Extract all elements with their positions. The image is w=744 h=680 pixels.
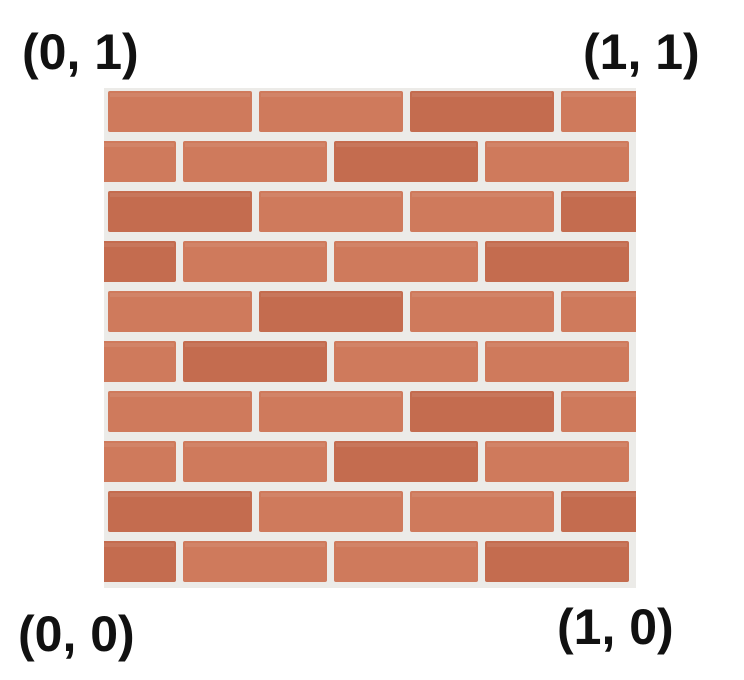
brick-highlight [336, 243, 476, 247]
brick [410, 391, 554, 432]
brick-highlight [185, 243, 325, 247]
brick [108, 191, 252, 232]
brick [561, 91, 636, 132]
brick-highlight [336, 543, 476, 547]
brick-highlight [104, 343, 174, 347]
brick [485, 441, 629, 482]
brick-highlight [412, 493, 552, 497]
brick-highlight [412, 193, 552, 197]
brick-highlight [563, 193, 636, 197]
brick-highlight [336, 143, 476, 147]
brick [183, 341, 327, 382]
brick-highlight [412, 393, 552, 397]
brick-highlight [104, 143, 174, 147]
brick-highlight [261, 193, 401, 197]
brick [485, 141, 629, 182]
brick [183, 141, 327, 182]
brick-highlight [261, 393, 401, 397]
brick [334, 541, 478, 582]
brick [108, 91, 252, 132]
brick-highlight [110, 293, 250, 297]
brick [183, 541, 327, 582]
brick-highlight [487, 543, 627, 547]
brick [485, 341, 629, 382]
brick-texture-image [104, 88, 636, 588]
brick-highlight [261, 93, 401, 97]
brick-highlight [104, 443, 174, 447]
brick [410, 491, 554, 532]
uv-label-top-left: (0, 1) [22, 24, 139, 80]
brick [334, 441, 478, 482]
brick [485, 541, 629, 582]
brick-highlight [185, 143, 325, 147]
brick [104, 541, 176, 582]
brick [108, 491, 252, 532]
brick-highlight [110, 393, 250, 397]
brick [561, 491, 636, 532]
brick-highlight [487, 443, 627, 447]
brick [259, 491, 403, 532]
brick [410, 191, 554, 232]
uv-label-bottom-right: (1, 0) [557, 599, 674, 655]
brick [561, 291, 636, 332]
brick-highlight [110, 193, 250, 197]
brick [485, 241, 629, 282]
brick [183, 241, 327, 282]
brick-highlight [412, 93, 552, 97]
brick-highlight [185, 543, 325, 547]
brick [334, 241, 478, 282]
brick-highlight [412, 293, 552, 297]
brick [108, 291, 252, 332]
brick-highlight [563, 293, 636, 297]
brick-highlight [336, 443, 476, 447]
brick-highlight [487, 143, 627, 147]
brick-wall-svg [104, 88, 636, 588]
brick-highlight [110, 93, 250, 97]
brick [259, 191, 403, 232]
brick [183, 441, 327, 482]
brick [334, 341, 478, 382]
brick [259, 391, 403, 432]
brick [259, 91, 403, 132]
brick [104, 141, 176, 182]
brick-highlight [110, 493, 250, 497]
brick [104, 241, 176, 282]
brick-highlight [487, 343, 627, 347]
uv-label-bottom-left: (0, 0) [18, 606, 135, 662]
brick [108, 391, 252, 432]
brick [104, 341, 176, 382]
brick [334, 141, 478, 182]
brick-highlight [104, 543, 174, 547]
brick-highlight [563, 93, 636, 97]
brick [259, 291, 403, 332]
brick [104, 441, 176, 482]
brick-highlight [563, 493, 636, 497]
brick [561, 191, 636, 232]
brick [561, 391, 636, 432]
brick-highlight [261, 293, 401, 297]
brick-highlight [104, 243, 174, 247]
brick-highlight [336, 343, 476, 347]
brick-highlight [261, 493, 401, 497]
uv-label-top-right: (1, 1) [583, 24, 700, 80]
brick [410, 91, 554, 132]
brick-highlight [185, 443, 325, 447]
brick [410, 291, 554, 332]
brick-highlight [563, 393, 636, 397]
brick-highlight [185, 343, 325, 347]
brick-highlight [487, 243, 627, 247]
